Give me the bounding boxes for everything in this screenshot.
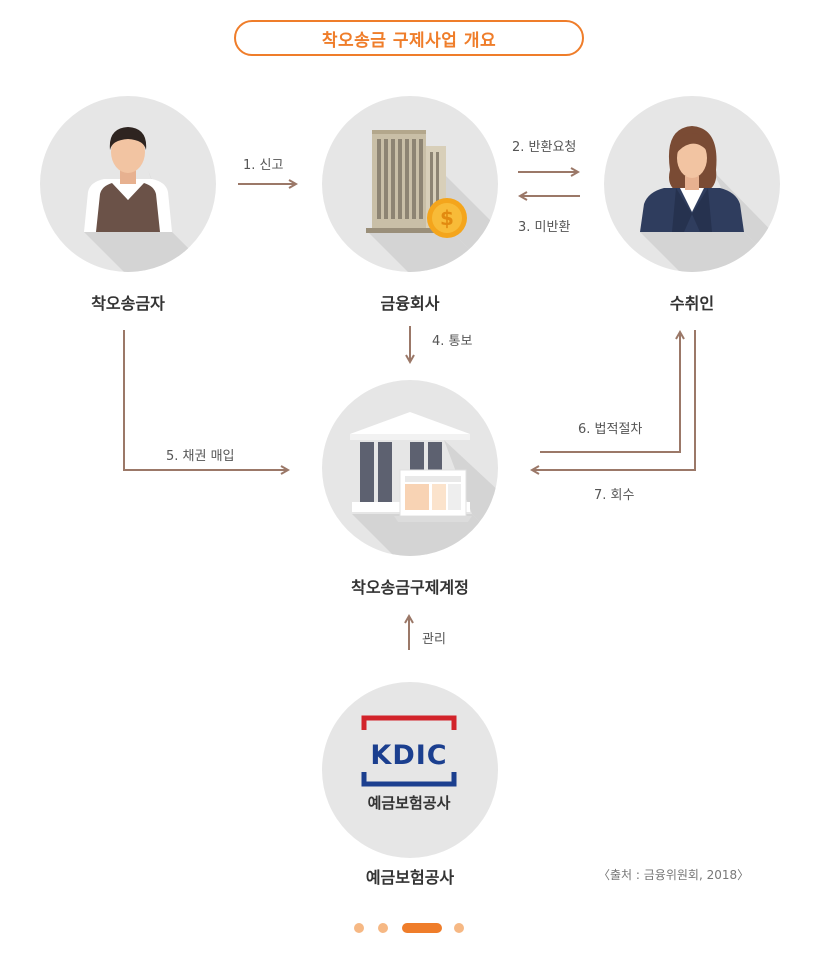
- receiver-node: [604, 96, 780, 272]
- kdic-logo: KDIC 예금보험공사: [361, 715, 457, 812]
- arrow-legal-process: [540, 332, 680, 453]
- kdic-node: KDIC 예금보험공사: [322, 682, 498, 858]
- bank-label: 금융회사: [380, 294, 440, 313]
- receiver-label: 수취인: [669, 294, 715, 313]
- arrow-bond-purchase: [123, 330, 288, 470]
- edge-label-not-returned: 3. 미반환: [518, 220, 571, 235]
- building-icon: [366, 130, 450, 233]
- woman-icon: [640, 126, 744, 232]
- sender-node: [40, 96, 216, 272]
- edge-label-return-request: 2. 반환요청: [512, 140, 577, 155]
- edge-label-manage: 관리: [422, 632, 446, 647]
- edge-label-legal-process: 6. 법적절차: [578, 422, 643, 437]
- source-note: 〈출처 : 금융위원회, 2018〉: [598, 868, 750, 882]
- bank-node: $: [322, 96, 498, 272]
- page-dot-4[interactable]: [454, 923, 464, 933]
- kdic-logo-text: KDIC: [370, 740, 447, 771]
- edge-label-recovery: 7. 회수: [594, 488, 635, 503]
- edge-label-report: 1. 신고: [243, 158, 284, 173]
- coin-icon: $: [427, 198, 467, 238]
- page-dot-2[interactable]: [378, 923, 388, 933]
- kdic-logo-name: 예금보험공사: [368, 794, 451, 812]
- man-icon: [84, 127, 172, 232]
- kdic-label: 예금보험공사: [365, 868, 455, 887]
- diagram-title: 착오송금 구제사업 개요: [234, 20, 584, 56]
- arrow-recovery: [532, 330, 696, 470]
- edge-label-notify: 4. 통보: [432, 334, 473, 349]
- edge-label-bond-purchase: 5. 채권 매입: [166, 449, 235, 464]
- relief-account-node: [322, 380, 498, 556]
- page-dot-1[interactable]: [354, 923, 364, 933]
- page-dot-3-active[interactable]: [402, 923, 442, 933]
- sender-label: 착오송금자: [91, 294, 165, 313]
- laptop-icon: [394, 469, 472, 522]
- svg-text:$: $: [440, 206, 454, 230]
- relief-account-label: 착오송금구제계정: [351, 578, 469, 597]
- pagination: [354, 920, 474, 934]
